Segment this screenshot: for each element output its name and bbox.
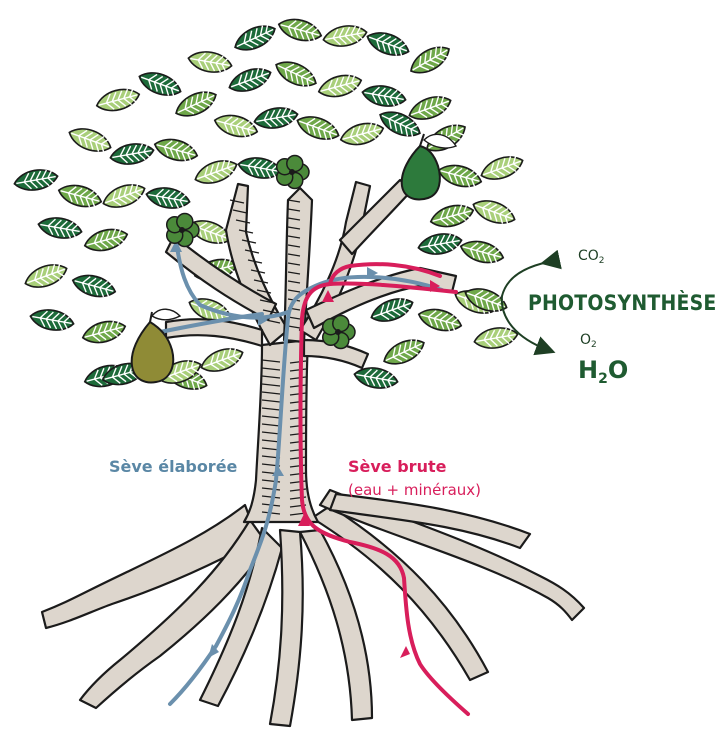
branch-left-up [226, 184, 288, 345]
flower-icon [323, 315, 355, 348]
leaf-icon [406, 41, 454, 80]
leaf-icon [470, 195, 518, 228]
leaf-icon [406, 91, 454, 124]
leaf-icon [316, 71, 364, 101]
leaf-icon [361, 83, 408, 110]
flower-icon [167, 213, 199, 246]
root-mid-right [300, 530, 372, 720]
leaf-icon [212, 111, 260, 141]
leaf-icon [473, 325, 520, 352]
leaf-icon [272, 56, 320, 92]
leaf-icon [22, 259, 70, 292]
o2-label: O2 [580, 332, 597, 350]
leaf-icon [94, 85, 142, 115]
photosynthesis-label: PHOTOSYNTHÈSE [528, 291, 716, 315]
leaf-icon [458, 237, 506, 267]
tree-body [42, 180, 584, 726]
leaf-icon [37, 215, 84, 242]
leaf-icon [276, 15, 324, 45]
leaf-icon [187, 49, 234, 76]
leaf-icon [109, 141, 156, 168]
leaf-icon [66, 123, 114, 156]
leaf-icon [417, 231, 464, 258]
leaf-icon [80, 317, 128, 347]
leaf-icon [192, 155, 240, 188]
h2o-label: H2O [578, 356, 628, 387]
leaf-icon [364, 27, 412, 60]
elaborated-sap-label: Sève élaborée [109, 457, 237, 476]
flower-icon [277, 155, 309, 188]
leaf-icon [353, 365, 400, 392]
leaf-icon [56, 181, 104, 211]
leaf-icon [428, 201, 476, 231]
leaf-icon [82, 225, 130, 255]
leaf-icon [338, 119, 386, 149]
leaf-icon [136, 67, 184, 100]
raw-sap-detail-label: (eau + minéraux) [348, 481, 481, 499]
leaf-icon [198, 343, 246, 376]
leaf-icon [253, 105, 300, 132]
co2-label: CO2 [578, 248, 605, 266]
leaf-icon [231, 20, 279, 56]
leaf-icon [70, 271, 118, 301]
raw-sap-label: Sève brute [348, 457, 446, 476]
leaf-icon [226, 63, 274, 96]
leaf-icon [29, 307, 76, 334]
leaf-icon [145, 185, 192, 212]
leaf-icon [322, 23, 369, 50]
leaf-icon [416, 305, 464, 335]
leaf-icon [478, 151, 526, 184]
leaf-icon [380, 334, 428, 370]
leaf-icon [152, 135, 200, 165]
leaf-icon [13, 167, 60, 194]
leaf-icon [100, 179, 148, 212]
leaf-icon [436, 161, 484, 191]
leaf-icon [294, 111, 342, 144]
